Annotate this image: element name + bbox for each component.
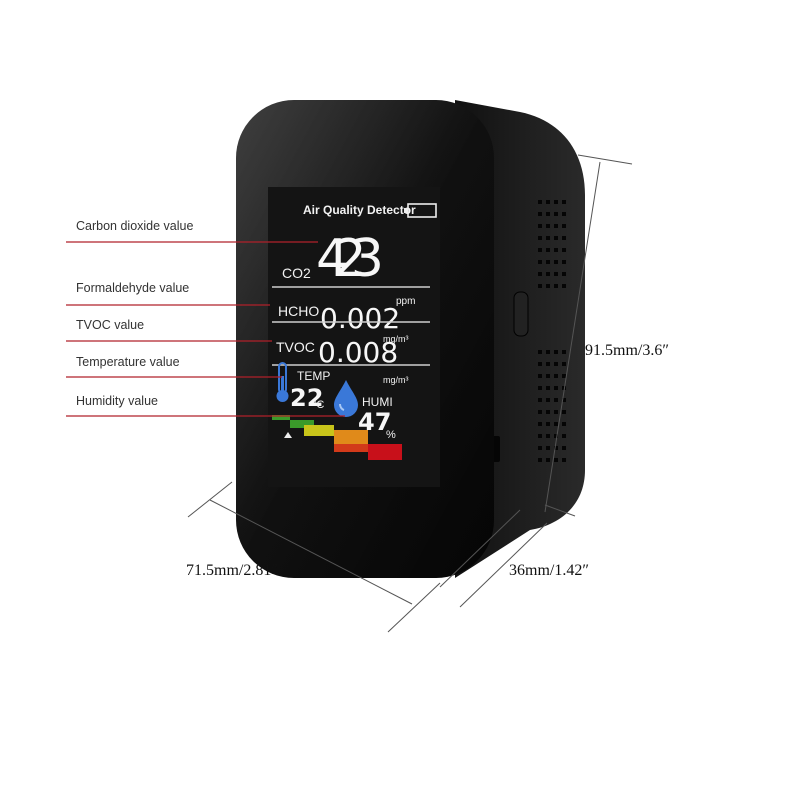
screen-title: Air Quality Detector <box>303 203 416 217</box>
callout-hcho: Formaldehyde value <box>76 281 190 295</box>
temp-unit: °C <box>312 399 324 411</box>
callout-tvoc: TVOC value <box>76 318 145 332</box>
callout-temperature: Temperature value <box>76 355 180 369</box>
tvoc-value: 0.008 <box>318 336 398 369</box>
hcho-value: 0.002 <box>320 302 400 335</box>
side-button[interactable] <box>513 291 529 337</box>
air-quality-scale <box>272 415 402 460</box>
co2-label: CO2 <box>282 265 311 281</box>
thermometer-icon <box>276 362 289 402</box>
callout-co2: Carbon dioxide value <box>76 219 194 233</box>
dimension-height: 91.5mm/3.6″ <box>585 342 669 359</box>
callout-lines <box>66 241 345 417</box>
lcd-screen: Air Quality Detector 423 CO2 ppm HCHO 0.… <box>268 187 440 487</box>
dimension-width: 71.5mm/2.81″ <box>186 562 278 579</box>
co2-unit: ppm <box>396 296 415 307</box>
humi-label: HUMI <box>362 395 393 409</box>
hcho-unit: mg/m³ <box>383 334 409 344</box>
dimension-lines <box>187 154 633 633</box>
temp-label: TEMP <box>297 369 330 383</box>
tvoc-label: TVOC <box>276 339 315 355</box>
temp-value: 22 <box>290 384 323 412</box>
hcho-label: HCHO <box>278 303 319 319</box>
dimension-depth: 36mm/1.42″ <box>509 562 589 579</box>
tvoc-unit: mg/m³ <box>383 375 409 385</box>
humi-unit: % <box>386 429 396 441</box>
scale-pointer <box>284 432 292 438</box>
droplet-icon <box>334 380 358 417</box>
callout-humidity: Humidity value <box>76 394 158 408</box>
battery-icon <box>404 203 437 218</box>
co2-value: 423 <box>316 229 384 289</box>
